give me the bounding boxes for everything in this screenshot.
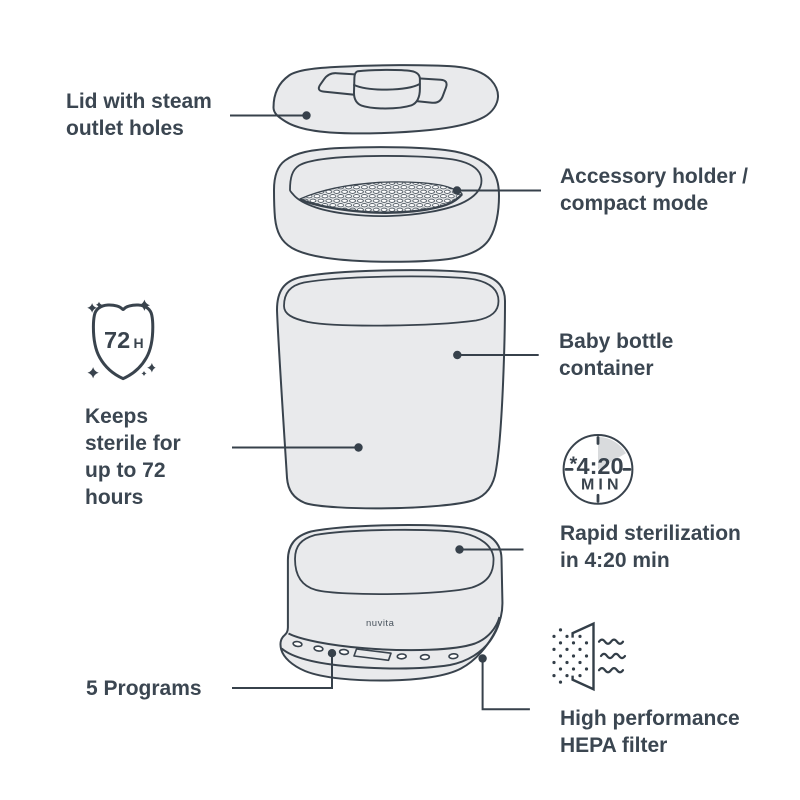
svg-text:H: H bbox=[134, 335, 144, 351]
svg-text:4:20: 4:20 bbox=[577, 453, 624, 479]
svg-text:*: * bbox=[570, 454, 578, 476]
svg-text:72: 72 bbox=[104, 327, 130, 353]
svg-text:MIN: MIN bbox=[581, 477, 619, 494]
